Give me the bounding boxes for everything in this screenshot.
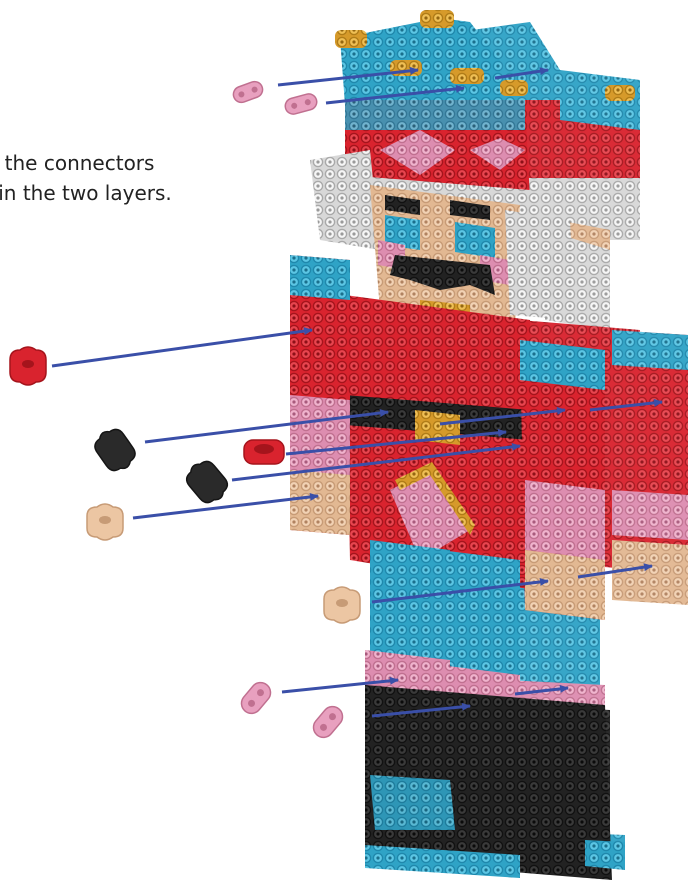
arrow-pink-boot-2 — [371, 702, 471, 718]
connector-arrows — [51, 66, 663, 718]
arrow-tan-leg-b — [577, 563, 653, 579]
arrow-pink-boot-1b — [514, 684, 569, 696]
arrow-pink-top-1b — [494, 67, 549, 80]
arrow-black-belt-1 — [144, 409, 389, 444]
connector-tan-leg — [323, 586, 361, 624]
arrow-red-arm — [51, 327, 313, 368]
arrow-red-belt-b — [589, 398, 663, 412]
connector-pink-top-1 — [232, 80, 264, 104]
connector-beads — [9, 80, 361, 739]
arrow-tan-leg — [371, 577, 549, 604]
connector-pink-boot-2 — [312, 705, 344, 739]
connector-tan-hand — [86, 503, 124, 541]
arrow-red-belt — [285, 428, 507, 456]
instruction-line-2: oin the two layers. — [0, 181, 172, 205]
arrow-black-belt-1b — [439, 406, 566, 426]
arrow-pink-top-2 — [325, 84, 465, 105]
connector-red-belt — [243, 439, 285, 465]
connector-black-belt-1 — [94, 428, 136, 472]
arrow-pink-boot-1 — [281, 676, 399, 694]
instruction-text: e the connectors oin the two layers. — [0, 148, 172, 208]
connector-pink-boot-1 — [240, 681, 272, 715]
connector-pink-top-2 — [284, 93, 318, 115]
arrow-black-belt-2 — [231, 442, 521, 482]
connector-red-arm — [9, 346, 47, 386]
connector-black-belt-2 — [185, 460, 229, 504]
arrow-tan-hand — [132, 492, 319, 520]
arrow-pink-top-1 — [277, 66, 419, 87]
front-layer — [290, 10, 635, 880]
instruction-line-1: e the connectors — [0, 151, 155, 175]
